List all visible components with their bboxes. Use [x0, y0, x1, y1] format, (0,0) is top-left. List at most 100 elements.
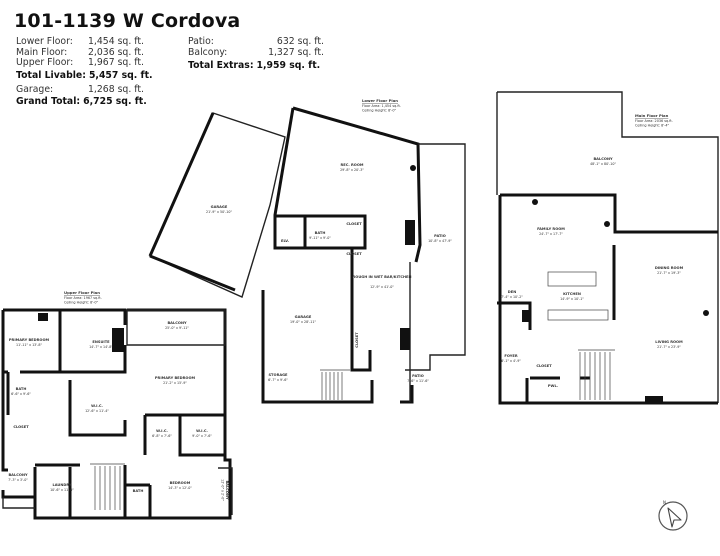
svg-text:BATH: BATH — [16, 387, 27, 391]
main-plan-heading: Main Floor Plan — [635, 113, 669, 118]
upper-plan-area: Floor Area: 1967 sq.ft. — [64, 296, 102, 300]
svg-text:CLOSET: CLOSET — [355, 332, 359, 348]
svg-text:24'-7" x 17'-7": 24'-7" x 17'-7" — [539, 232, 563, 236]
stat-value: 5,457 sq. ft. — [88, 69, 153, 81]
room-label: BALCONY 12'-0" x 2'-0" — [221, 479, 230, 501]
svg-text:BALCONY: BALCONY — [167, 321, 187, 325]
svg-text:PATIO: PATIO — [412, 374, 424, 378]
svg-text:GARAGE: GARAGE — [295, 315, 312, 319]
lower-plan-heading: Lower Floor Plan — [362, 98, 398, 103]
svg-text:CLOSET: CLOSET — [346, 222, 362, 226]
svg-text:PRIMARY BEDROOM: PRIMARY BEDROOM — [155, 376, 196, 380]
stat-main-floor: Main Floor:2,036 sq. ft. — [16, 47, 153, 59]
svg-text:ROUGH IN WET BAR/KITCHEN: ROUGH IN WET BAR/KITCHEN — [353, 275, 412, 279]
svg-text:9'-0" x 7'-6": 9'-0" x 7'-6" — [192, 434, 212, 438]
svg-text:PRIMARY BEDROOM: PRIMARY BEDROOM — [9, 338, 50, 342]
svg-text:6'-1" x 4'-9": 6'-1" x 4'-9" — [501, 359, 521, 363]
svg-text:REC. ROOM: REC. ROOM — [341, 163, 364, 167]
lower-plan-area: Floor Area: 1,454 sq.ft. — [362, 104, 401, 108]
stat-label: Lower Floor: — [16, 36, 73, 47]
main-plan-area: Floor Area: 2036 sq.ft. — [635, 119, 673, 123]
svg-text:21'-7" x 23'-9": 21'-7" x 23'-9" — [657, 345, 681, 349]
svg-text:14'-3" x 12'-0": 14'-3" x 12'-0" — [168, 486, 192, 490]
svg-text:BALCONY: BALCONY — [225, 480, 229, 500]
svg-text:BATH: BATH — [315, 231, 326, 235]
stat-value: 1,959 sq. ft. — [256, 60, 321, 71]
svg-text:CLOSET: CLOSET — [536, 364, 552, 368]
svg-text:6'-7" x 9'-6": 6'-7" x 9'-6" — [268, 378, 288, 382]
upper-floor-plan: Upper Floor Plan Floor Area: 1967 sq.ft.… — [1, 290, 233, 520]
svg-text:DEN: DEN — [508, 290, 516, 294]
svg-text:DINING ROOM: DINING ROOM — [655, 266, 684, 270]
stat-value: 1,967 sq. ft. — [88, 57, 144, 68]
stat-upper-floor: Upper Floor: 1,967 sq. ft. — [16, 57, 153, 69]
main-floor-plan: Main Floor Plan Floor Area: 2036 sq.ft. … — [496, 91, 719, 405]
room-label: BATH — [133, 489, 144, 493]
room-label: PWL. — [548, 384, 558, 388]
svg-text:6'-6" x 9'-6": 6'-6" x 9'-6" — [11, 392, 31, 396]
stat-label: Total Livable: — [16, 69, 86, 81]
svg-text:21'-9" x 50'-10": 21'-9" x 50'-10" — [206, 210, 232, 214]
lower-floor-plan: Lower Floor Plan Floor Area: 1,454 sq.ft… — [148, 98, 466, 404]
stat-balcony: Balcony:1,327 sq. ft. — [188, 46, 324, 59]
svg-text:ELV.: ELV. — [281, 239, 289, 243]
svg-text:29'-8" x 20'-3": 29'-8" x 20'-3" — [340, 168, 364, 172]
svg-text:BALCONY: BALCONY — [8, 473, 28, 477]
room-label: CLOSET — [13, 425, 29, 429]
room-label: W.I.C.6'-8" x 7'-6" — [152, 429, 172, 438]
room-label: CLOSET — [536, 364, 552, 368]
svg-text:ENSUITE: ENSUITE — [92, 340, 110, 344]
svg-text:21'-7" x 19'-3": 21'-7" x 19'-3" — [657, 271, 681, 275]
stat-value: 1,327 sq. ft. — [268, 46, 324, 58]
area-summary-left: Lower Floor: 1,454 sq. ft. Main Floor:2,0… — [16, 36, 153, 108]
svg-text:BALCONY: BALCONY — [593, 157, 613, 161]
svg-text:12'-0" x 2'-0": 12'-0" x 2'-0" — [221, 479, 225, 501]
svg-text:7'-3" x 3'-0": 7'-3" x 3'-0" — [8, 478, 28, 482]
stat-label: Grand Total: — [16, 95, 81, 107]
stat-label: Garage: — [16, 84, 54, 95]
svg-text:12'-6" x 11'-4": 12'-6" x 11'-4" — [85, 409, 109, 413]
upper-plan-ceiling: Ceiling Height: 8'-0" — [64, 301, 99, 305]
svg-text:W.I.C.: W.I.C. — [196, 429, 208, 433]
stat-grand-total: Grand Total:6,725 sq. ft. — [16, 95, 153, 108]
room-label: CLOSET — [346, 222, 362, 226]
bath-block — [273, 214, 367, 250]
svg-text:FAMILY ROOM: FAMILY ROOM — [537, 227, 565, 231]
svg-text:12'-9" x 41'-0": 12'-9" x 41'-0" — [370, 285, 394, 289]
svg-text:6'-8" x 7'-6": 6'-8" x 7'-6" — [152, 434, 172, 438]
property-title: 101-1139 W Cordova — [14, 10, 241, 32]
stat-label: Upper Floor: — [16, 57, 74, 68]
svg-text:10'-8" x 47'-9": 10'-8" x 47'-9" — [428, 239, 452, 243]
svg-text:25'-0" x 9'-11": 25'-0" x 9'-11" — [165, 326, 189, 330]
stat-value: 6,725 sq. ft. — [83, 95, 147, 107]
svg-text:STORAGE: STORAGE — [268, 373, 288, 377]
room-label: CLOSET — [346, 252, 362, 256]
svg-text:BATH: BATH — [133, 489, 144, 493]
svg-text:21'-2" x 15'-9": 21'-2" x 15'-9" — [163, 381, 187, 385]
svg-text:FOYER: FOYER — [504, 354, 517, 358]
lower-plan-ceiling: Ceiling Height: 8'-0" — [362, 109, 397, 113]
compass-label: N — [663, 500, 666, 505]
main-plan-ceiling: Ceiling Height: 8'-4" — [635, 124, 670, 128]
stat-value: 1,454 sq. ft. — [88, 36, 144, 47]
svg-text:11'-11" x 13'-8": 11'-11" x 13'-8" — [16, 343, 42, 347]
svg-text:W.I.C.: W.I.C. — [91, 404, 103, 408]
svg-text:GARAGE: GARAGE — [211, 205, 228, 209]
svg-text:14'-9" x 10'-1": 14'-9" x 10'-1" — [560, 297, 584, 301]
svg-text:19'-0" x 28'-11": 19'-0" x 28'-11" — [290, 320, 316, 324]
